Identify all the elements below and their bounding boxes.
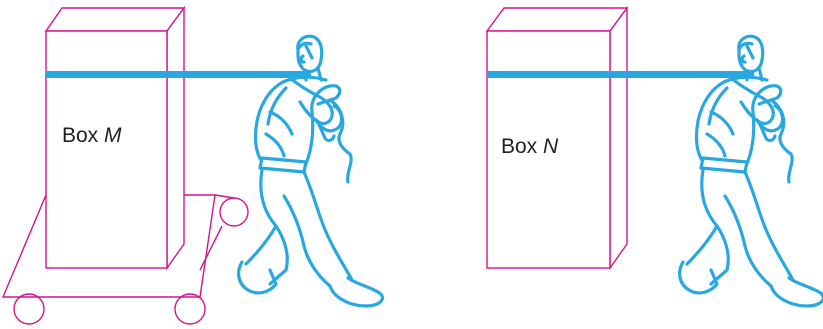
box-n-label-prefix: Box: [501, 135, 543, 158]
box-n-label: Box N: [501, 135, 558, 159]
box-m-label: Box M: [62, 124, 122, 148]
box-m-label-letter: M: [104, 124, 122, 147]
rope-right: [487, 71, 754, 78]
rope-left: [46, 71, 311, 78]
box-n-label-letter: N: [543, 135, 558, 158]
box-m-label-prefix: Box: [62, 124, 104, 147]
